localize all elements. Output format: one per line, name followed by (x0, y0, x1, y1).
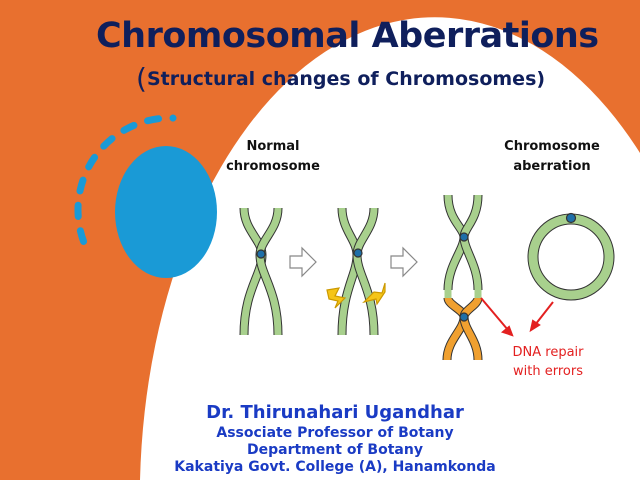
slide-subtitle: (Structural changes of Chromosomes) (136, 62, 545, 95)
broken-chromosome-icon (326, 207, 386, 336)
label-line: Chromosome (504, 139, 600, 154)
label-line: chromosome (226, 159, 320, 174)
subtitle-close-paren: ) (536, 68, 546, 90)
lightning-icon (326, 287, 347, 309)
author-name: Dr. Thirunahari Ugandhar (206, 402, 464, 423)
normal-chromosome-icon (239, 207, 283, 336)
arrow-right-icon (390, 246, 418, 278)
author-college: Kakatiya Govt. College (A), Hanamkonda (174, 459, 496, 475)
lightning-icon (362, 282, 386, 306)
subtitle-text: Structural changes of Chromosomes (146, 68, 537, 90)
author-position: Associate Professor of Botany (216, 425, 454, 441)
normal-chromosome-label: Normal chromosome (218, 137, 328, 177)
dna-repair-annotation: DNA repair with errors (488, 343, 608, 381)
blue-circle-decoration (115, 146, 217, 278)
chromosome-diagram (239, 194, 615, 361)
white-arc-shape (140, 17, 640, 480)
aberrant-chromosome-icon (442, 194, 483, 361)
author-department: Department of Botany (247, 442, 423, 458)
aberration-label: Chromosome aberration (492, 137, 612, 177)
annotation-line: with errors (513, 364, 583, 379)
ring-chromosome-icon (527, 212, 615, 301)
label-line: aberration (513, 159, 591, 174)
red-arrows (480, 297, 554, 337)
slide-title: Chromosomal Aberrations (96, 16, 599, 56)
label-line: Normal (246, 139, 300, 154)
dashed-ring-decoration (74, 114, 266, 306)
subtitle-open-paren: ( (136, 62, 147, 95)
arrow-right-icon (289, 246, 317, 278)
annotation-line: DNA repair (512, 345, 584, 360)
